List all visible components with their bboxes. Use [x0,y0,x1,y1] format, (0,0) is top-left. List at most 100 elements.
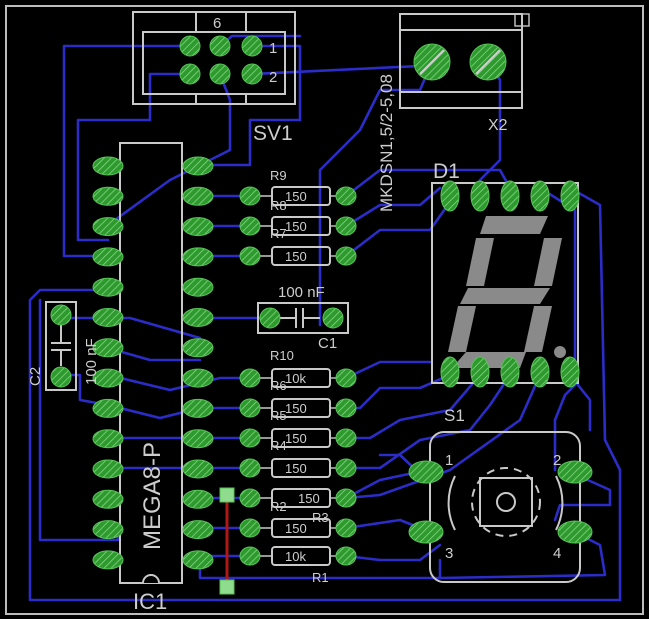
resistor-value: 150 [285,461,307,476]
ic1-pad-right [182,550,214,570]
resistor-pad [335,398,357,418]
resistor-pad [239,458,261,478]
resistor-pad [239,398,261,418]
resistor-value: 150 [285,521,307,536]
x2-package: MKDSN1,5/2-5,08 [377,74,396,212]
resistor-label: R8 [270,198,287,213]
resistor-label: R4 [270,438,287,453]
s1-label: S1 [444,406,465,425]
ic1-pad-right [182,277,214,297]
ic1-pad-right [182,217,214,237]
resistor-pad [239,368,261,388]
sv1-pin2-label: 2 [269,69,277,86]
ic1-pad-left [92,489,124,509]
x2-label: X2 [488,117,508,134]
c2-value: 100 nF [83,338,100,385]
d1-display: D1 [431,160,580,388]
c2-capacitor: 100 nF C2 [27,301,100,391]
resistor-value: 150 [285,219,307,234]
ic1-pad-right [182,247,214,267]
ic1-pad-right [182,368,214,388]
c1-value: 100 nF [278,284,325,301]
resistor-pad [335,488,357,508]
ic1-pad-left [92,520,124,540]
jumper-pad-top [219,487,235,503]
resistor-value: 150 [285,431,307,446]
ic1-pad-right [182,156,214,176]
resistor-value: 10k [285,549,306,564]
resistor-label: R9 [270,168,287,183]
sv1-connector: 6 1 2 SV1 [132,11,296,145]
sv1-pin1-label: 1 [269,40,277,57]
resistor-array: 150R9150R8150R710kR10150R6150R5150R4150R… [239,168,357,585]
ic1-pad-left [92,186,124,206]
resistor-pad [335,368,357,388]
resistor-label: R5 [270,408,287,423]
ic1-pad-left [92,338,124,358]
ic1-pad-left [92,308,124,327]
ic1-pad-right [182,459,214,479]
resistor-value: 150 [285,249,307,264]
ic1-pad-right [182,489,214,509]
resistor-pad [239,246,261,266]
ic1-pad-left [92,156,124,176]
ic1-pad-left [92,368,124,388]
ic1-pad-left [92,459,124,479]
s1-pin4-label: 4 [553,545,561,562]
ic1-pad-right [182,186,214,206]
ic1-part: MEGA8-P [139,442,166,550]
ic1-pad-right [182,398,214,418]
ic1-pad-left [92,550,124,570]
ic1-pad-right [182,520,214,540]
ic1-pad-left [92,398,124,418]
c1-capacitor: 100 nF C1 [257,284,349,352]
resistor-pad [239,428,261,448]
ic1-mcu: MEGA8-P IC1 [92,142,214,614]
resistor-label: R1 [312,570,329,585]
c1-label: C1 [318,335,337,352]
resistor-pad [335,518,357,538]
sv1-label: SV1 [253,122,293,145]
resistor-pad [335,458,357,478]
ic1-pad-right [182,338,214,358]
resistor-value: 150 [285,401,307,416]
resistor-label: R2 [270,499,287,514]
resistor-label: R6 [270,378,287,393]
resistor-pad [239,546,261,566]
resistor-pad [335,186,357,206]
resistor-r10: 10k R10 [239,348,357,388]
resistor-r3: 150 R3 [239,510,357,538]
s1-pin3-label: 3 [445,545,453,562]
resistor-r5: 150 R5 [239,408,357,448]
resistor-pad [239,488,261,508]
sv1-pin-count: 6 [213,15,221,32]
ic1-label: IC1 [133,589,167,614]
resistor-label: R10 [270,348,294,363]
s1-pin1-label: 1 [445,452,453,469]
ic1-pad-left [92,277,124,297]
s1-switch: S1 1 2 3 4 [408,406,593,583]
resistor-pad [335,216,357,236]
resistor-r7: 150 R7 [239,226,357,266]
resistor-pad [239,216,261,236]
board-outline [5,5,644,615]
resistor-label: R7 [270,226,287,241]
ic1-pad-left [92,429,124,449]
d1-label: D1 [433,160,460,183]
resistor-pad [335,546,357,566]
resistor-r4: 150 R4 [239,438,357,478]
resistor-value: 10k [285,371,306,386]
ic1-pad-right [182,429,214,449]
resistor-value: 150 [298,491,320,506]
jumper-pad-bottom [219,579,235,595]
resistor-pad [239,518,261,538]
resistor-pad [335,246,357,266]
resistor-label: R3 [312,510,329,525]
x2-terminal: X2 MKDSN1,5/2-5,08 [377,13,530,212]
c2-label: C2 [27,367,44,386]
